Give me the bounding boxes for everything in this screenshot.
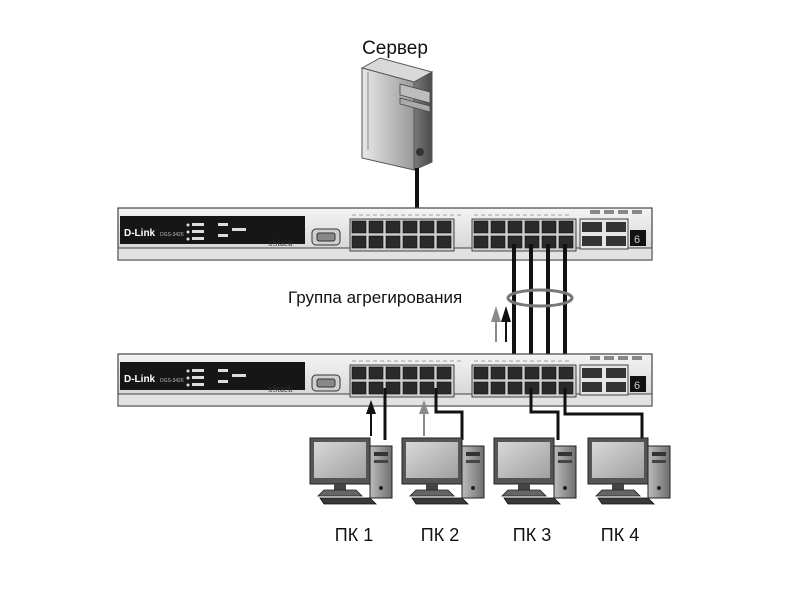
ethernet-port	[368, 381, 384, 395]
switch-front-panel	[120, 216, 305, 244]
ethernet-port	[473, 366, 489, 380]
dlink-logo: D-Link	[124, 374, 156, 385]
ethernet-port	[436, 381, 452, 395]
ethernet-port	[541, 381, 557, 395]
ethernet-port	[490, 235, 506, 249]
computer-icon	[401, 437, 485, 505]
ethernet-port	[473, 381, 489, 395]
ethernet-port	[507, 381, 523, 395]
svg-text:DGS-3426: DGS-3426	[160, 232, 184, 238]
ethernet-port	[507, 220, 523, 234]
ethernet-port	[351, 366, 367, 380]
arrow-up-icon	[491, 306, 501, 322]
server-tower-icon	[360, 57, 434, 171]
dlink-logo: D-Link	[124, 228, 156, 239]
ethernet-port	[419, 220, 435, 234]
switch-top-display	[630, 230, 646, 246]
ethernet-port	[385, 235, 401, 249]
ethernet-port	[351, 220, 367, 234]
ethernet-port	[419, 381, 435, 395]
pc-label-3: ПК 3	[512, 525, 552, 545]
pc-arrows	[366, 400, 429, 436]
ethernet-port	[436, 235, 452, 249]
ethernet-port	[385, 220, 401, 234]
xstack-label: xStack	[268, 238, 293, 248]
ethernet-port	[368, 366, 384, 380]
pc-label-2: ПК 2	[420, 525, 460, 545]
ethernet-port	[524, 220, 540, 234]
ethernet-port	[368, 235, 384, 249]
svg-text:DGS-3426: DGS-3426	[160, 378, 184, 384]
switch-top-ports	[349, 218, 577, 252]
switch-bottom-display	[630, 376, 646, 392]
ethernet-port	[402, 381, 418, 395]
ethernet-port	[490, 381, 506, 395]
switch-bottom-ports	[349, 364, 577, 398]
ethernet-port	[351, 381, 367, 395]
aggregation-links	[506, 244, 574, 372]
switch-top: D-Link DGS-3426 xStack 6	[117, 207, 653, 261]
ethernet-port	[419, 366, 435, 380]
aggregation-group-ring	[506, 288, 574, 308]
xstack-label: xStack	[268, 384, 293, 394]
ethernet-port	[541, 366, 557, 380]
ethernet-port	[558, 366, 574, 380]
ethernet-port	[385, 381, 401, 395]
svg-text:6: 6	[634, 380, 640, 392]
server-label: Сервер	[362, 38, 428, 59]
pc-label-1: ПК 1	[334, 525, 374, 545]
ethernet-port	[402, 366, 418, 380]
pc-label-4: ПК 4	[600, 525, 640, 545]
aggregation-arrows	[491, 306, 511, 342]
ethernet-port	[402, 220, 418, 234]
ethernet-port	[507, 366, 523, 380]
computer-icon	[493, 437, 577, 505]
ethernet-port	[402, 235, 418, 249]
switch-bottom: D-Link DGS-3426 xStack 6	[117, 353, 653, 407]
ethernet-port	[385, 366, 401, 380]
ethernet-port	[490, 366, 506, 380]
ethernet-port	[558, 220, 574, 234]
ethernet-port	[541, 220, 557, 234]
ethernet-port	[524, 366, 540, 380]
computer-icon	[587, 437, 671, 505]
ethernet-port	[436, 366, 452, 380]
ethernet-port	[490, 220, 506, 234]
ethernet-port	[436, 220, 452, 234]
computer-icon	[309, 437, 393, 505]
ethernet-port	[473, 220, 489, 234]
ethernet-port	[419, 235, 435, 249]
ethernet-port	[473, 235, 489, 249]
svg-text:6: 6	[634, 234, 640, 246]
ethernet-port	[368, 220, 384, 234]
aggregation-group-label: Группа агрегирования	[288, 288, 463, 307]
pc-cables	[383, 388, 644, 440]
ethernet-port	[351, 235, 367, 249]
